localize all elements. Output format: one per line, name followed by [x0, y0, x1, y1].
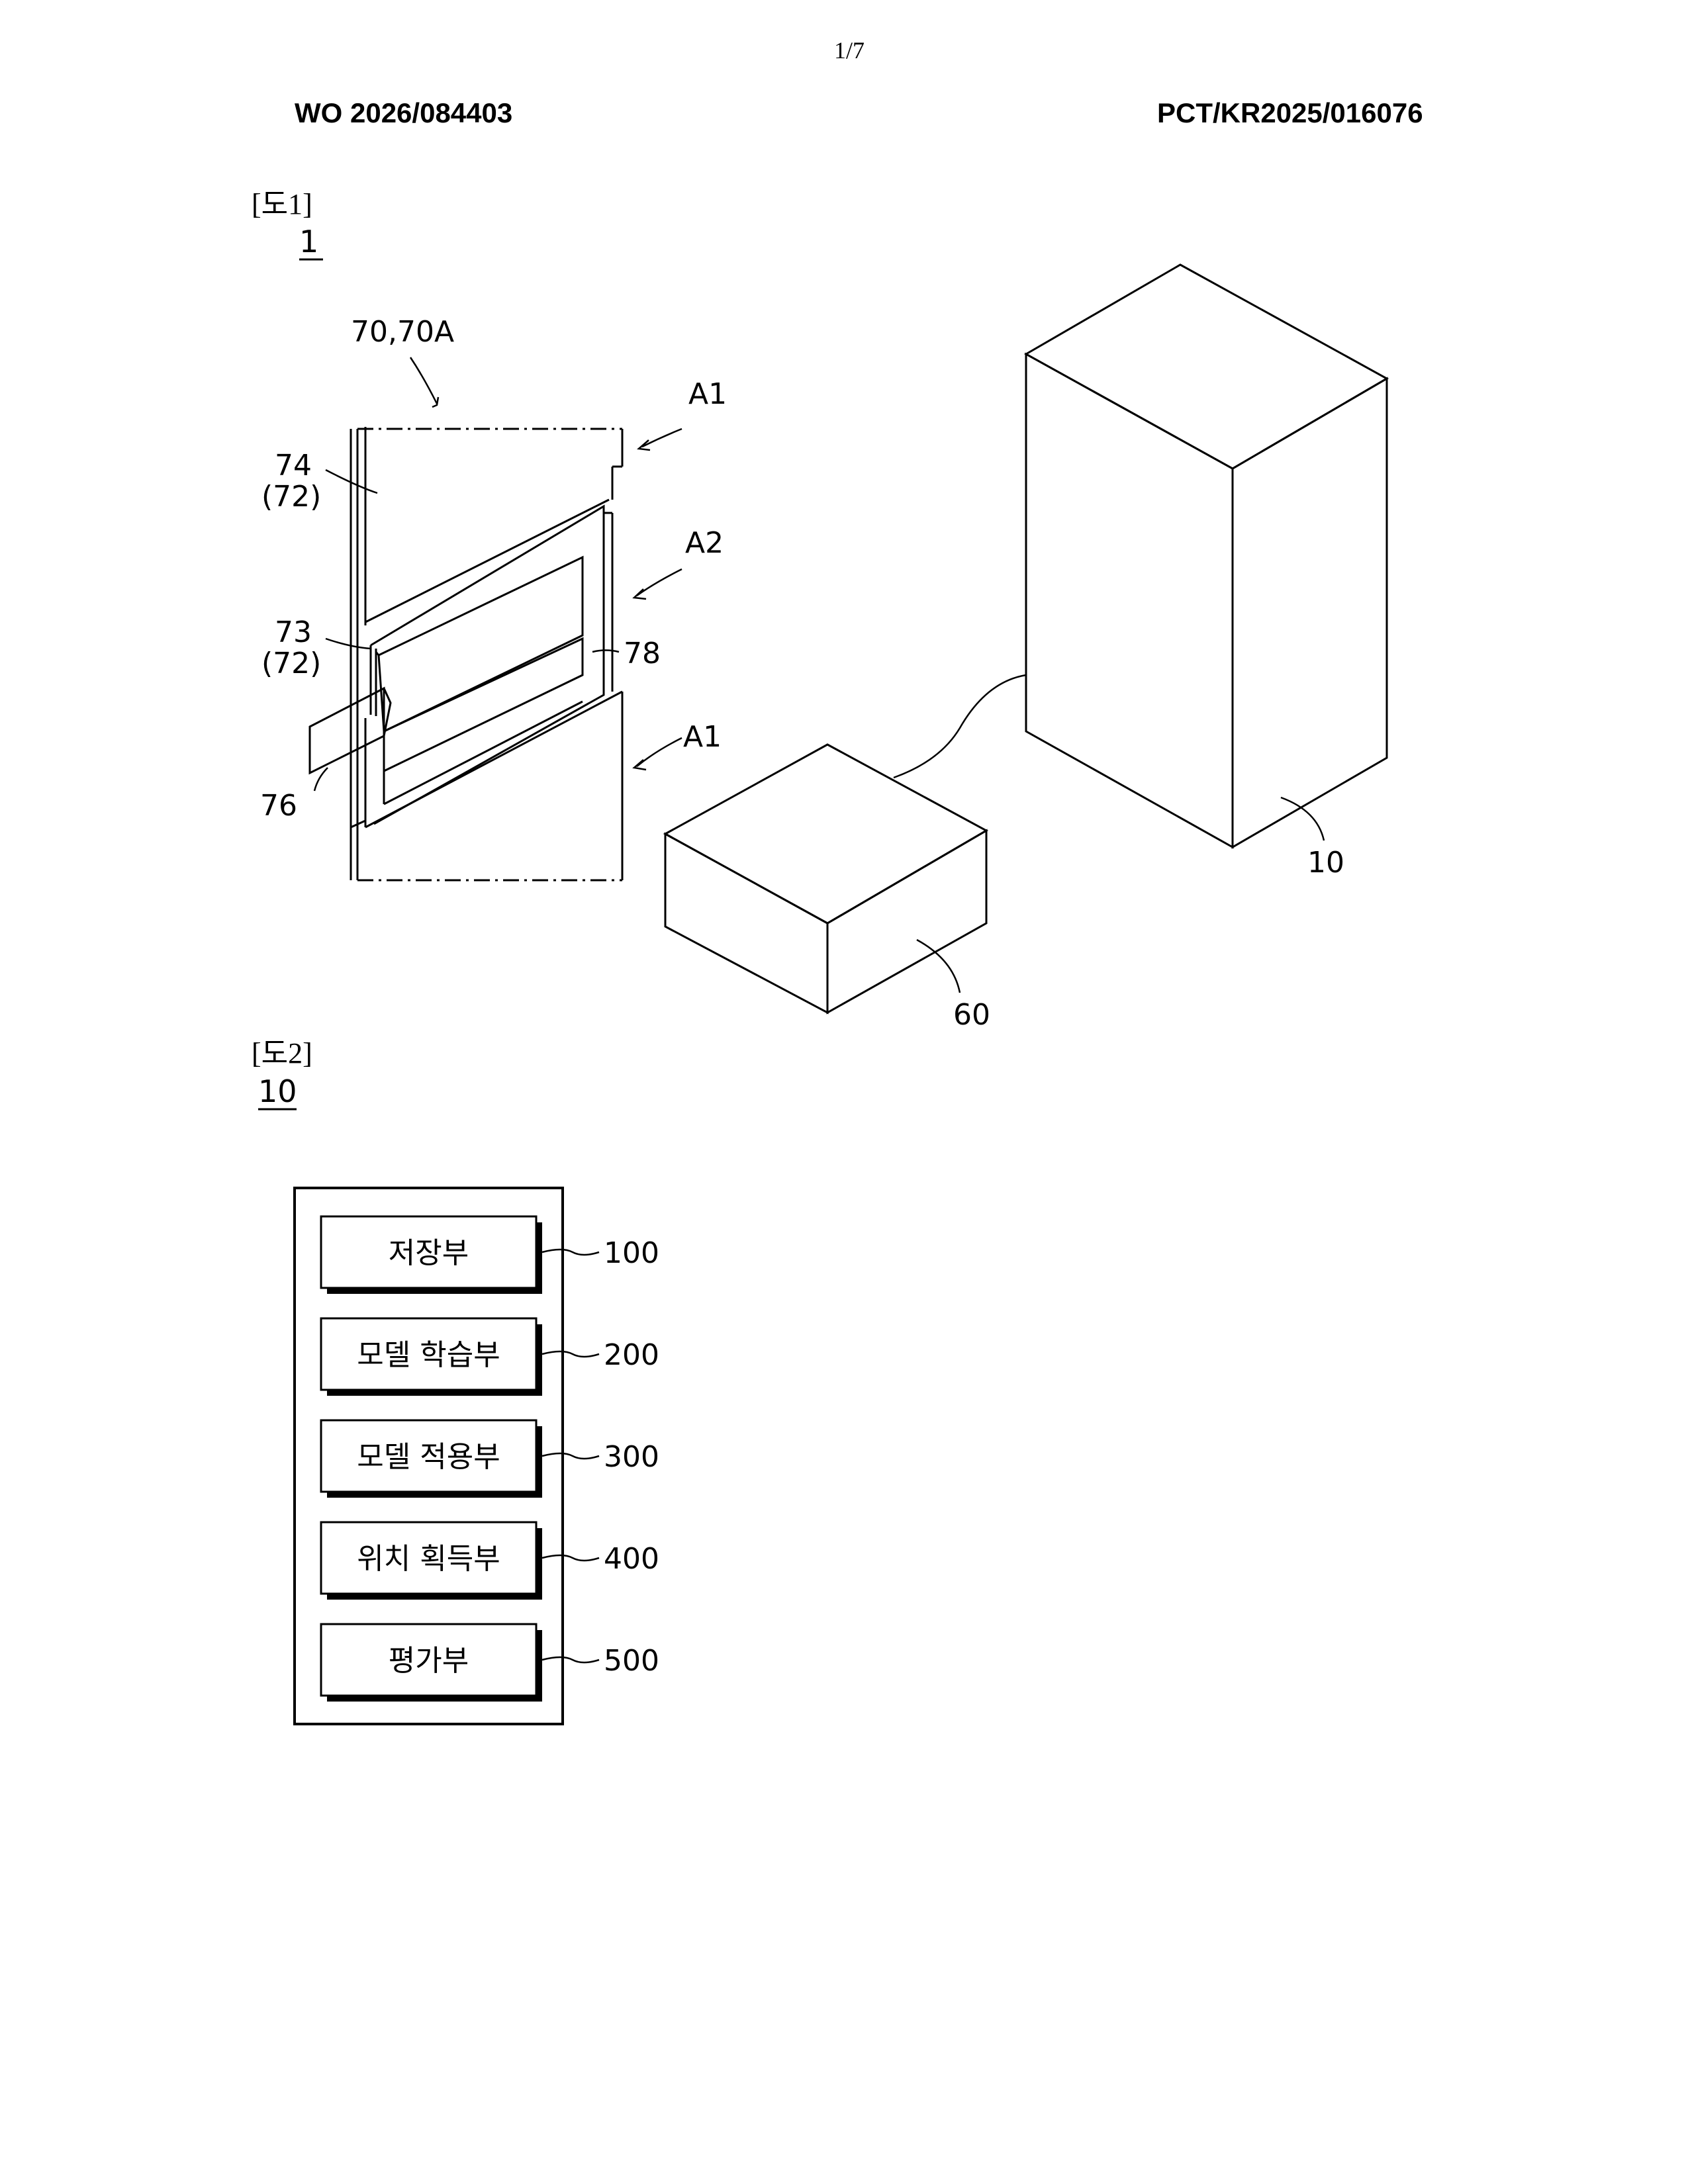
figure-1-leader-lines — [314, 357, 682, 791]
callout-78: 78 — [624, 637, 661, 670]
callout-74: 74 — [275, 449, 312, 482]
callout-a1-top: A1 — [688, 377, 727, 411]
block-leader-line — [542, 1351, 599, 1357]
device-10-box — [1026, 265, 1387, 847]
block-400: 위치 획득부 400 — [321, 1522, 659, 1600]
block-200: 모델 학습부 200 — [321, 1318, 659, 1396]
callout-72-upper: (72) — [261, 480, 321, 514]
block-label: 위치 획득부 — [357, 1542, 500, 1576]
callout-73: 73 — [275, 615, 312, 649]
leader-10 — [1281, 797, 1324, 841]
block-leader-line — [542, 1555, 599, 1561]
callout-70: 70,70A — [351, 315, 454, 349]
callout-60: 60 — [953, 998, 990, 1032]
callout-72-lower: (72) — [261, 647, 321, 680]
block-label: 저장부 — [389, 1236, 469, 1270]
electrode-sample — [310, 427, 622, 880]
block-100: 저장부 100 — [321, 1216, 659, 1294]
block-leader-line — [542, 1453, 599, 1459]
block-label: 평가부 — [389, 1644, 469, 1678]
block-list: 저장부 100 모델 학습부 200 모델 적용부 300 위치 획득부 400 평가부 500 — [321, 1216, 659, 1702]
block-reference-number: 100 — [604, 1236, 659, 1270]
callout-10: 10 — [1307, 846, 1344, 880]
block-reference-number: 300 — [604, 1440, 659, 1474]
connection-cable — [894, 675, 1026, 778]
block-leader-line — [542, 1250, 599, 1255]
block-reference-number: 500 — [604, 1644, 659, 1678]
callout-a1-bottom: A1 — [683, 720, 722, 754]
block-label: 모델 학습부 — [357, 1338, 500, 1372]
block-300: 모델 적용부 300 — [321, 1420, 659, 1498]
block-reference-number: 400 — [604, 1542, 659, 1576]
callout-a2: A2 — [685, 526, 724, 560]
unit-60-box — [665, 745, 986, 1013]
block-500: 평가부 500 — [321, 1624, 659, 1702]
callout-76: 76 — [260, 789, 297, 823]
leader-60 — [917, 940, 960, 993]
block-label: 모델 적용부 — [357, 1440, 500, 1474]
block-reference-number: 200 — [604, 1338, 659, 1372]
block-leader-line — [542, 1657, 599, 1662]
